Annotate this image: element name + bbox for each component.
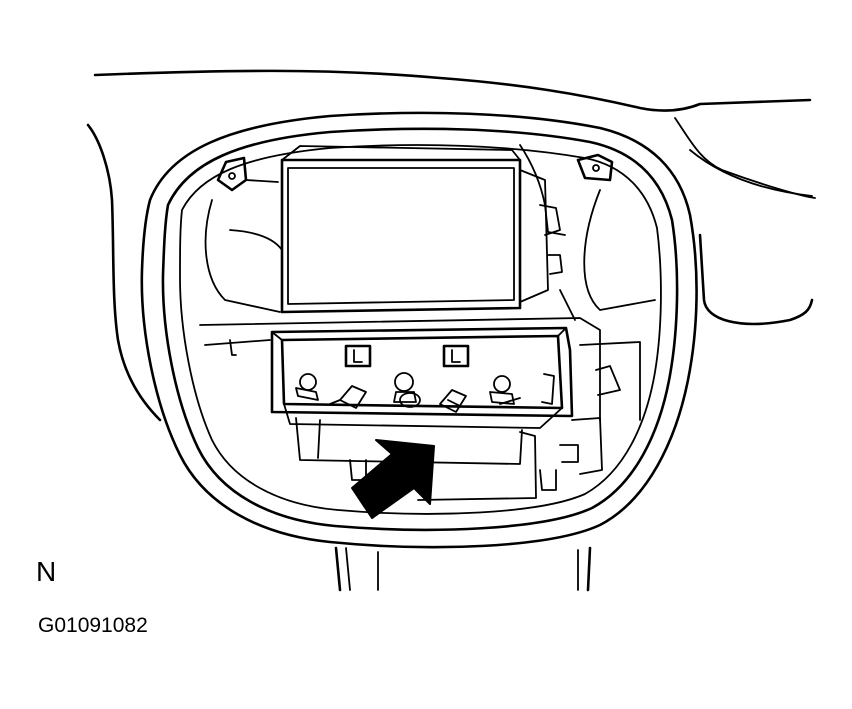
removal-arrow-icon bbox=[351, 439, 435, 519]
graphic-code: G01091082 bbox=[38, 614, 148, 637]
left-bracket bbox=[204, 156, 283, 313]
dashboard-outline bbox=[86, 69, 816, 422]
display-unit bbox=[280, 145, 549, 314]
connector-5 bbox=[489, 375, 521, 405]
view-letter: N bbox=[36, 556, 57, 587]
center-console bbox=[334, 546, 592, 592]
lower-panel bbox=[199, 317, 641, 421]
connector-3 bbox=[393, 372, 421, 408]
connector-2 bbox=[329, 385, 367, 409]
connector-1 bbox=[295, 373, 319, 401]
center-bezel bbox=[140, 111, 698, 549]
control-panel bbox=[270, 326, 574, 429]
right-bracket bbox=[519, 144, 656, 321]
connector-4 bbox=[439, 389, 467, 413]
lower-cavity bbox=[295, 417, 603, 501]
